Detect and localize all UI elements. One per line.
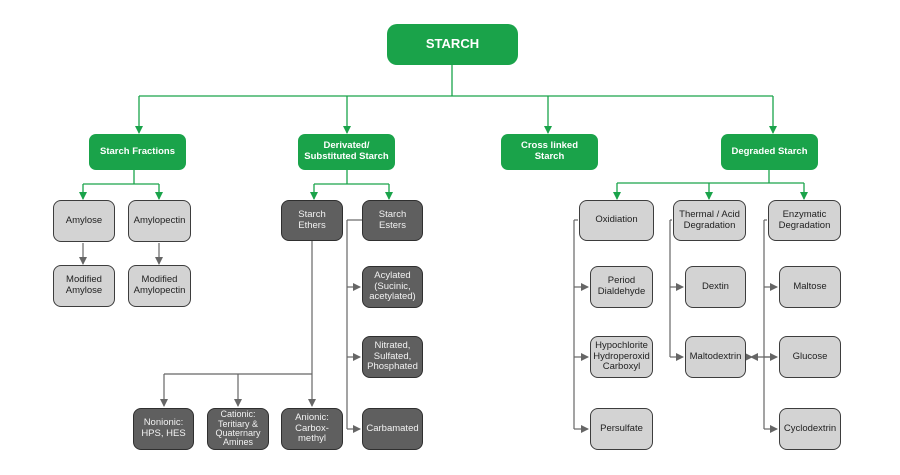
anionic-node: Anionic: Carbox- methyl (281, 408, 343, 450)
carbamated-node: Carbamated (362, 408, 423, 450)
oxidiation-node: Oxidiation (579, 200, 654, 241)
modified-amylose-node: Modified Amylose (53, 265, 115, 307)
amylopectin-node: Amylopectin (128, 200, 191, 242)
glucose-node: Glucose (779, 336, 841, 378)
derivated-substituted-starch-node: Derivated/ Substituted Starch (298, 134, 395, 170)
thermal-acid-degradation-node: Thermal / Acid Degradation (673, 200, 746, 241)
persulfate-node: Persulfate (590, 408, 653, 450)
amylose-node: Amylose (53, 200, 115, 242)
dextin-node: Dextin (685, 266, 746, 308)
cationic-node: Cationic: Teritiary & Quaternary Amines (207, 408, 269, 450)
starch-fractions-node: Starch Fractions (89, 134, 186, 170)
acylated-node: Acylated (Sucinic, acetylated) (362, 266, 423, 308)
period-dialdehyde-node: Period Dialdehyde (590, 266, 653, 308)
nonionic-node: Nonionic: HPS, HES (133, 408, 194, 450)
cross-linked-starch-node: Cross linked Starch (501, 134, 598, 170)
cyclodextrin-node: Cyclodextrin (779, 408, 841, 450)
maltose-node: Maltose (779, 266, 841, 308)
hypochlorite-node: Hypochlorite Hydroperoxid Carboxyl (590, 336, 653, 378)
modified-amylopectin-node: Modified Amylopectin (128, 265, 191, 307)
maltodextrin-node: Maltodextrin (685, 336, 746, 378)
degraded-starch-node: Degraded Starch (721, 134, 818, 170)
nitrated-sulfated-phosphated-node: Nitrated, Sulfated, Phosphated (362, 336, 423, 378)
starch-ethers-node: Starch Ethers (281, 200, 343, 241)
starch-root-node: STARCH (387, 24, 518, 65)
starch-esters-node: Starch Esters (362, 200, 423, 241)
enzymatic-degradation-node: Enzymatic Degradation (768, 200, 841, 241)
